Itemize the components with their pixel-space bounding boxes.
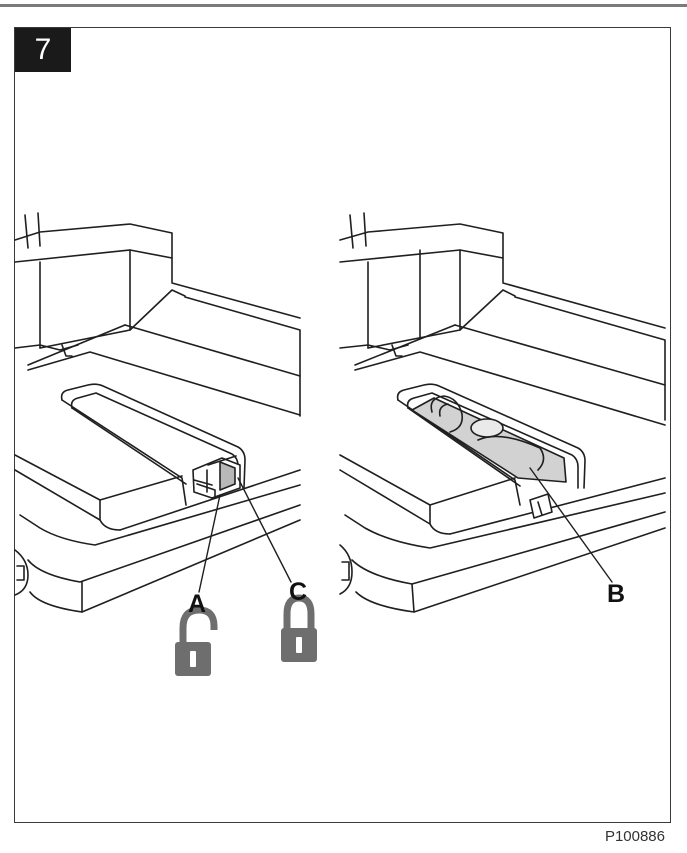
step-number-badge: 7 — [15, 28, 71, 72]
lock-closed-icon — [281, 594, 317, 662]
lock-open-icon — [175, 606, 218, 676]
reference-code: P100886 — [604, 828, 665, 845]
right-panel-open-cavity — [339, 212, 666, 613]
callout-a: A — [188, 590, 207, 618]
top-rule — [0, 4, 687, 7]
callout-b: B — [607, 580, 626, 608]
left-panel-closed-lid — [14, 212, 301, 613]
figure-frame: 7 — [14, 27, 671, 823]
callout-c: C — [289, 578, 308, 606]
